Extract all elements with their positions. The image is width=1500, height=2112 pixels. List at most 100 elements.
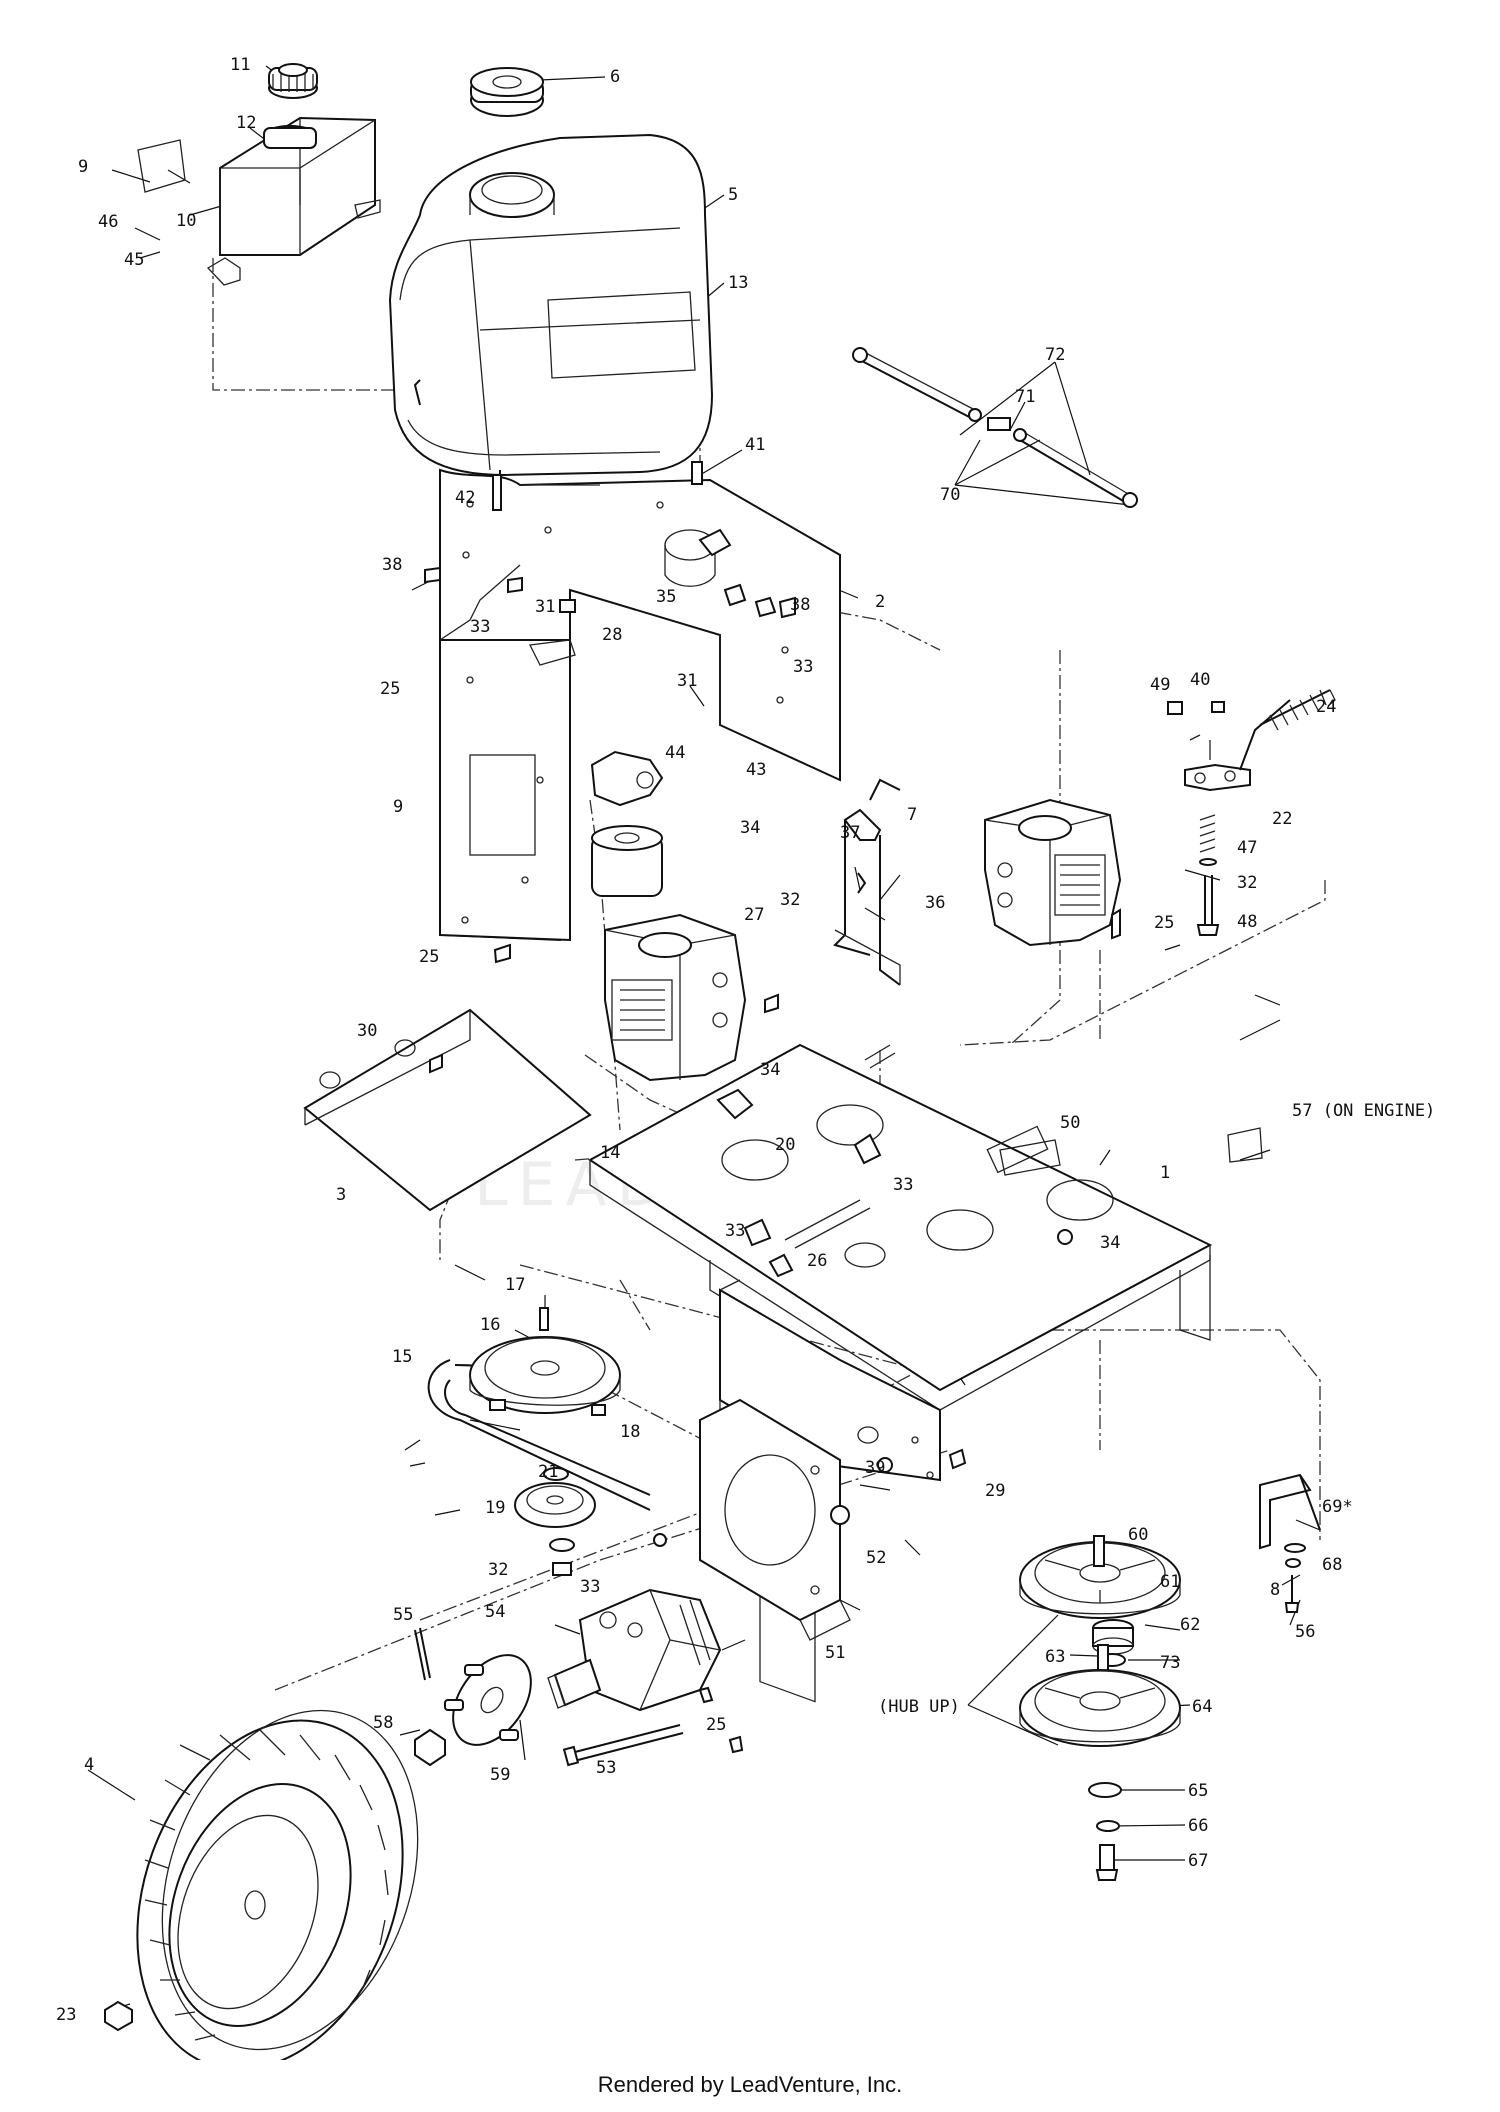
callout-13: 13 <box>728 273 748 293</box>
hardware-fasteners <box>413 379 1225 1754</box>
callout-30: 30 <box>357 1021 377 1041</box>
hydraulic-reservoir <box>206 116 381 286</box>
callout-32-b: 32 <box>1237 873 1257 893</box>
callout-47: 47 <box>1237 838 1257 858</box>
callout-60: 60 <box>1128 1525 1148 1545</box>
callout-9-upper: 9 <box>78 157 88 177</box>
wheel-motor <box>547 1588 722 1712</box>
callout-52: 52 <box>866 1548 886 1568</box>
callout-55: 55 <box>393 1605 413 1625</box>
callout-7: 7 <box>907 805 917 825</box>
hub-up-note: (HUB UP) <box>878 1697 960 1717</box>
callout-28: 28 <box>602 625 622 645</box>
callout-59: 59 <box>490 1765 510 1785</box>
idler-pulley <box>514 1467 596 1576</box>
callout-58: 58 <box>373 1713 393 1733</box>
callout-72: 72 <box>1045 345 1065 365</box>
callout-16: 16 <box>480 1315 500 1335</box>
belt-guide-bracket <box>1259 1473 1321 1613</box>
callout-4: 4 <box>84 1755 94 1775</box>
tie-rod-assembly <box>852 347 1138 508</box>
callout-39: 39 <box>865 1458 885 1478</box>
callout-29: 29 <box>985 1481 1005 1501</box>
callout-69: 69* <box>1322 1497 1353 1517</box>
callout-38-b: 38 <box>790 595 810 615</box>
lug-nut <box>104 2000 133 2032</box>
drive-tire <box>136 1709 419 2060</box>
callout-67: 67 <box>1188 1851 1208 1871</box>
callout-54: 54 <box>485 1602 505 1622</box>
callout-45: 45 <box>124 250 144 270</box>
callout-40: 40 <box>1190 670 1210 690</box>
spacer <box>1092 1619 1134 1655</box>
callout-23: 23 <box>56 2005 76 2025</box>
callout-6: 6 <box>610 67 620 87</box>
pulley-washer-stack <box>1088 1782 1122 1881</box>
callout-71: 71 <box>1015 387 1035 407</box>
callout-35: 35 <box>656 587 676 607</box>
callout-25-a: 25 <box>380 679 400 699</box>
callout-5: 5 <box>728 185 738 205</box>
callout-34-a: 34 <box>740 818 760 838</box>
callout-57: 57 (ON ENGINE) <box>1292 1101 1435 1121</box>
callout-34-b: 34 <box>760 1060 780 1080</box>
main-deck <box>588 1043 1213 1466</box>
callout-20: 20 <box>775 1135 795 1155</box>
callout-27: 27 <box>744 905 764 925</box>
callout-33-e: 33 <box>580 1577 600 1597</box>
callout-21: 21 <box>538 1462 558 1482</box>
callout-32-c: 32 <box>488 1560 508 1580</box>
heat-shield <box>303 1008 592 1212</box>
footer-credit: Rendered by LeadVenture, Inc. <box>597 2072 903 2097</box>
callout-31-a: 31 <box>535 597 555 617</box>
hydraulic-filter <box>591 825 663 897</box>
callout-33-d: 33 <box>725 1221 745 1241</box>
callout-26: 26 <box>807 1251 827 1271</box>
engine-key <box>1093 1535 1105 1567</box>
callout-10: 10 <box>176 211 196 231</box>
callout-64: 64 <box>1192 1697 1212 1717</box>
callout-9-lower: 9 <box>393 797 403 817</box>
callout-34-c: 34 <box>1100 1233 1120 1253</box>
control-panel <box>439 468 841 942</box>
callout-14: 14 <box>600 1143 620 1163</box>
wheel-hub <box>444 1654 532 1746</box>
exploded-parts-diagram: 1 2 3 4 5 6 7 8 9 9 10 11 12 13 14 15 16… <box>56 55 1435 2060</box>
callout-31-b: 31 <box>677 671 697 691</box>
callout-24: 24 <box>1316 697 1336 717</box>
decal-upper <box>137 139 186 193</box>
callout-53: 53 <box>596 1758 616 1778</box>
motor-mount-plate <box>699 1398 851 1641</box>
callout-37: 37 <box>840 823 860 843</box>
callout-22: 22 <box>1272 809 1292 829</box>
engine-pulley-lower <box>1019 1669 1181 1747</box>
long-bolt <box>562 1724 684 1767</box>
callout-25-c: 25 <box>1154 913 1174 933</box>
callout-3: 3 <box>336 1185 346 1205</box>
hydraulic-pump-right <box>984 798 1122 947</box>
callout-12: 12 <box>236 113 256 133</box>
callout-65: 65 <box>1188 1781 1208 1801</box>
cotter-pin <box>414 1627 431 1681</box>
castle-nut <box>414 1728 446 1767</box>
fuel-tank <box>388 133 714 477</box>
callout-50: 50 <box>1060 1113 1080 1133</box>
callout-62: 62 <box>1180 1615 1200 1635</box>
reservoir-cap <box>268 63 318 99</box>
engine-pulley-upper <box>1019 1541 1181 1619</box>
callout-18: 18 <box>620 1422 640 1442</box>
callout-68: 68 <box>1322 1555 1342 1575</box>
callout-42: 42 <box>455 488 475 508</box>
control-linkage <box>833 778 901 986</box>
callout-63: 63 <box>1045 1647 1065 1667</box>
callout-48: 48 <box>1237 912 1257 932</box>
filter-head <box>590 750 664 807</box>
callout-2: 2 <box>875 592 885 612</box>
callout-56: 56 <box>1295 1622 1315 1642</box>
callout-66: 66 <box>1188 1816 1208 1836</box>
callout-33-b: 33 <box>793 657 813 677</box>
callout-73: 73 <box>1160 1653 1180 1673</box>
callout-labels: 1 2 3 4 5 6 7 8 9 9 10 11 12 13 14 15 16… <box>56 55 1435 2025</box>
callout-70: 70 <box>940 485 960 505</box>
fuel-cap <box>470 67 544 117</box>
